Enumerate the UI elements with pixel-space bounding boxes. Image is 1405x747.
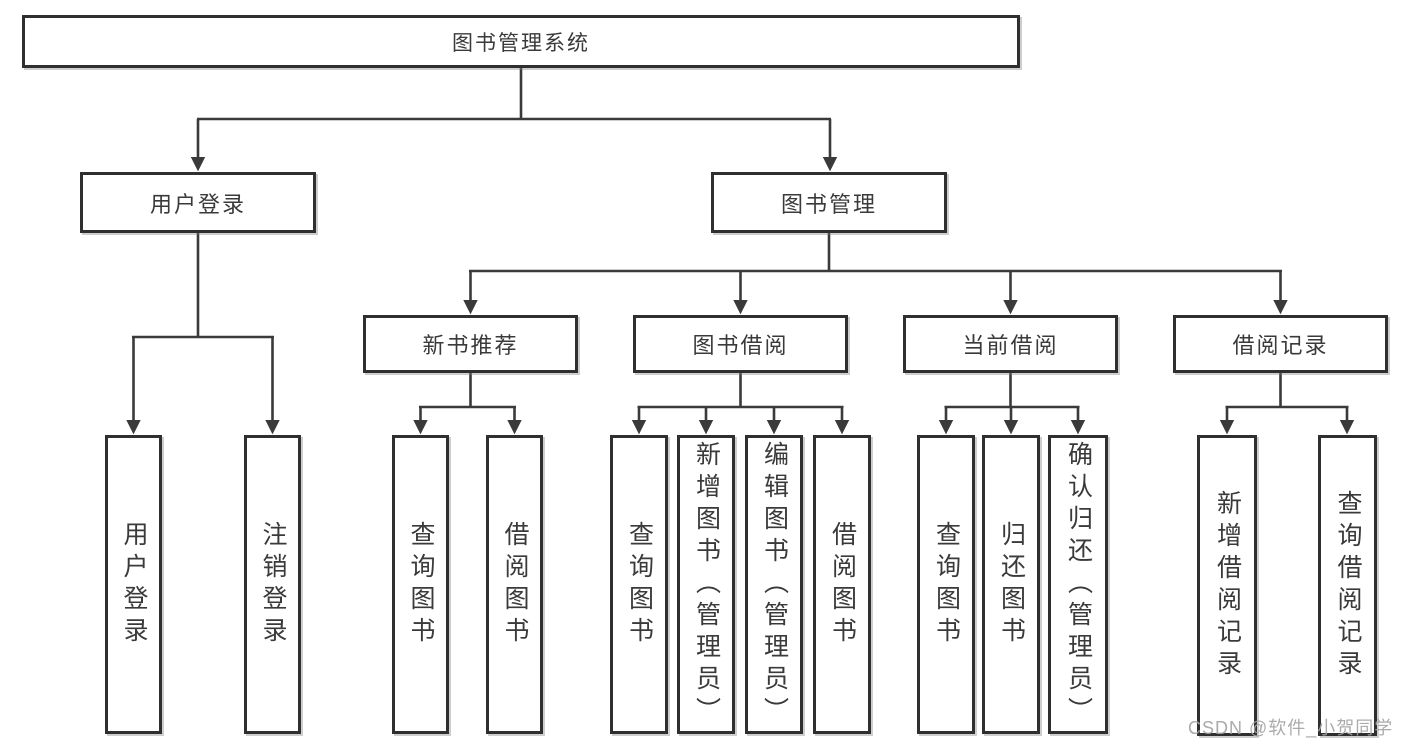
node-label: 归还图书: [997, 520, 1026, 649]
node-label: 新书推荐: [422, 333, 519, 358]
node-label: 查询图书: [932, 520, 961, 649]
leaf-current-confirm-return-admin: 确认归还（管理员）: [1048, 435, 1108, 734]
node-current-borrowing: 当前借阅: [903, 315, 1118, 373]
node-borrowing-records: 借阅记录: [1173, 315, 1388, 373]
node-label: 确认归还（管理员）: [1064, 440, 1093, 729]
node-root-system: 图书管理系统: [22, 15, 1020, 68]
node-label: 注销登录: [259, 520, 287, 649]
node-label: 图书管理系统: [452, 31, 590, 55]
node-label: 查询图书: [625, 520, 654, 649]
node-label: 用户登录: [120, 520, 148, 649]
node-label: 用户登录: [149, 191, 246, 217]
node-user-login: 用户登录: [80, 172, 316, 233]
leaf-current-return-book: 归还图书: [982, 435, 1040, 734]
leaf-recommend-query-book: 查询图书: [392, 435, 449, 734]
leaf-borrowing-edit-book-admin: 编辑图书（管理员）: [745, 435, 803, 734]
leaf-records-query-record: 查询借阅记录: [1318, 435, 1377, 736]
leaf-borrowing-borrow-book: 借阅图书: [813, 435, 871, 734]
leaf-borrowing-add-book-admin: 新增图书（管理员）: [677, 435, 735, 734]
node-new-book-recommendation: 新书推荐: [363, 315, 578, 373]
node-label: 编辑图书（管理员）: [760, 440, 789, 729]
node-label: 查询图书: [407, 520, 435, 649]
node-label: 图书管理: [780, 191, 877, 217]
node-label: 借阅记录: [1232, 333, 1329, 358]
leaf-current-query-book: 查询图书: [917, 435, 975, 734]
node-label: 新增借阅记录: [1213, 489, 1242, 682]
node-label: 借阅图书: [501, 520, 529, 649]
node-label: 新增图书（管理员）: [692, 440, 721, 729]
tree-connectors: [126, 68, 1355, 435]
leaf-logout: 注销登录: [244, 435, 301, 734]
leaf-user-login: 用户登录: [105, 435, 162, 734]
leaf-records-add-record: 新增借阅记录: [1197, 435, 1257, 736]
node-label: 当前借阅: [962, 333, 1059, 358]
leaf-recommend-borrow-book: 借阅图书: [486, 435, 543, 734]
csdn-watermark: CSDN @软件_小贺同学: [1188, 718, 1394, 738]
node-book-borrowing: 图书借阅: [633, 315, 848, 373]
node-label: 图书借阅: [692, 333, 789, 358]
node-book-management: 图书管理: [711, 172, 947, 233]
node-label: 查询借阅记录: [1334, 489, 1362, 682]
leaf-borrowing-query-book: 查询图书: [610, 435, 668, 734]
node-label: 借阅图书: [828, 520, 857, 649]
